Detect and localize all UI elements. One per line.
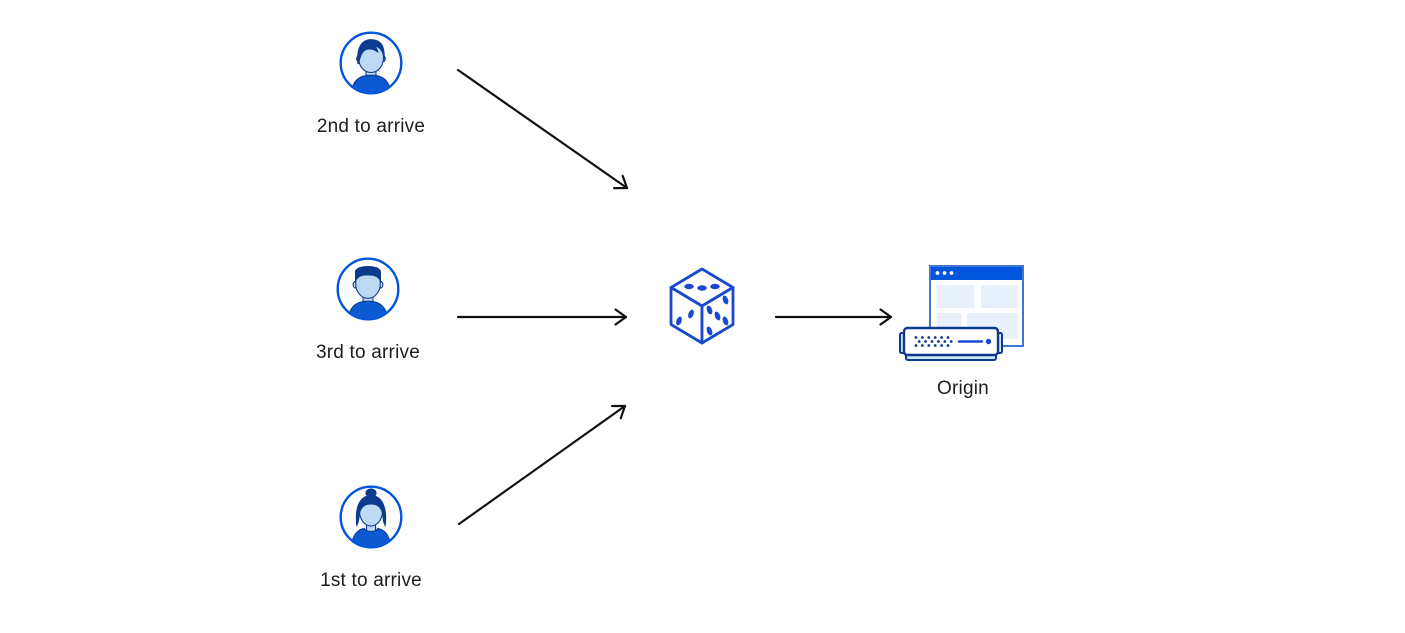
node-label-user-2nd: 2nd to arrive — [316, 116, 426, 137]
node-label-user-3rd: 3rd to arrive — [316, 342, 420, 363]
server-vent-dots — [914, 336, 953, 347]
origin-server-icon — [899, 265, 1024, 361]
edge-user-2nd-to-dice — [456, 68, 629, 190]
male-avatar-icon — [336, 257, 400, 321]
female-avatar-icon — [339, 485, 403, 549]
node-user-1st: 1st to arrive — [301, 484, 441, 592]
node-label-origin: Origin — [937, 378, 989, 399]
node-user-3rd: 3rd to arrive — [298, 256, 438, 364]
node-dice — [667, 266, 737, 346]
male-avatar-icon — [339, 31, 403, 95]
node-label-user-1st: 1st to arrive — [320, 570, 422, 591]
edge-user-1st-to-dice — [457, 404, 627, 526]
node-origin: Origin — [893, 262, 1033, 400]
node-user-2nd: 2nd to arrive — [301, 30, 441, 138]
dice-icon — [669, 267, 735, 345]
